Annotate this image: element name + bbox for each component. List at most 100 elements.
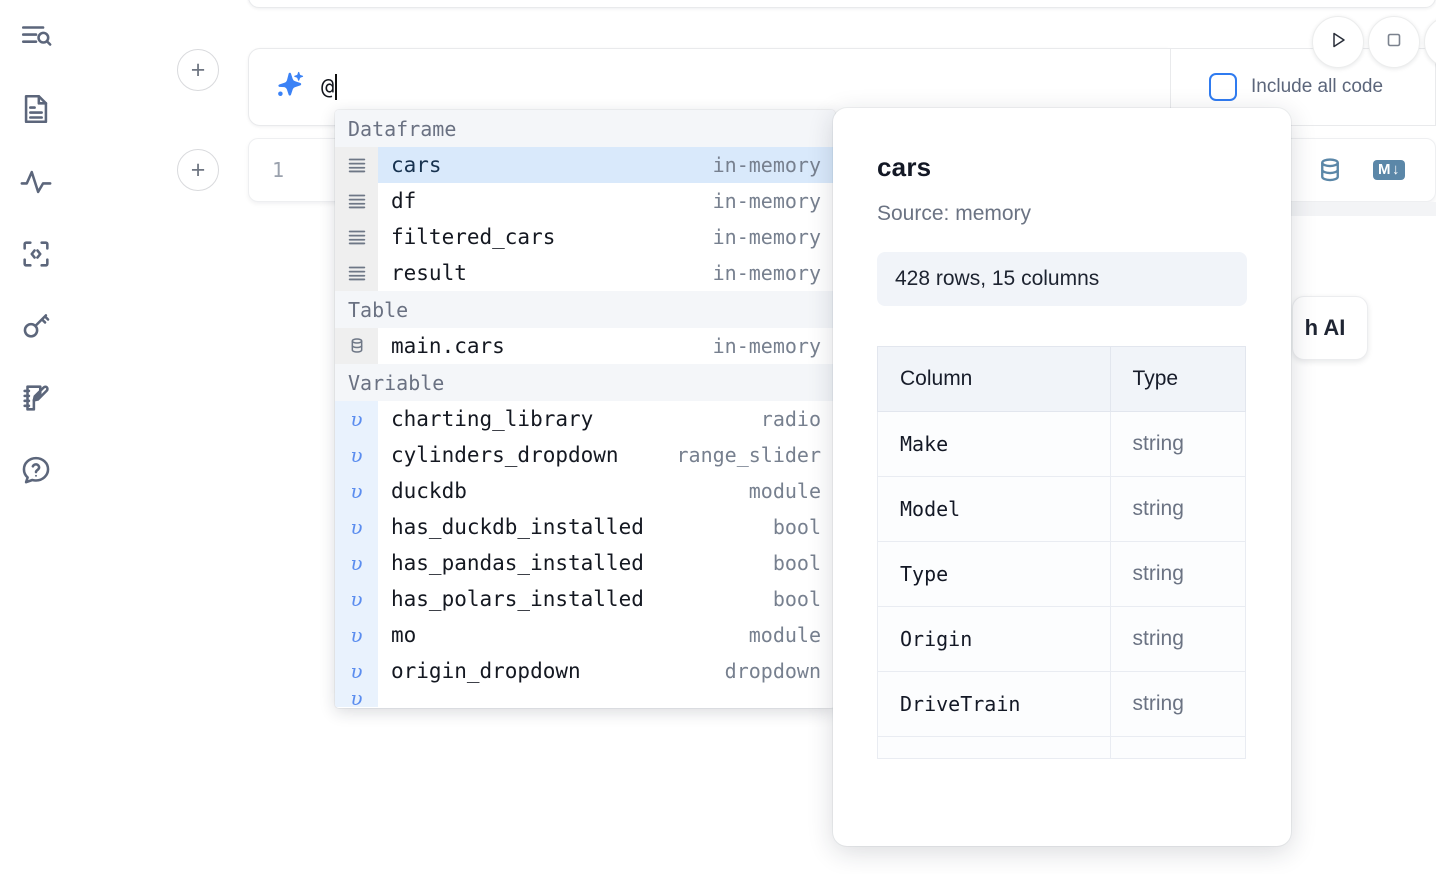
autocomplete-section-header: Variable — [335, 364, 835, 401]
autocomplete-item-kind: bool — [772, 587, 821, 611]
activity-icon — [19, 165, 53, 199]
variable-glyph-icon: υ — [335, 653, 378, 689]
autocomplete-item-kind: range_slider — [676, 443, 822, 467]
plus-icon: + — [190, 155, 206, 184]
autocomplete-item-clipped[interactable]: υ — [335, 689, 835, 707]
sidebar-item-help[interactable] — [14, 448, 58, 492]
key-icon — [19, 309, 53, 343]
document-icon — [19, 92, 53, 126]
run-cell-button[interactable] — [1312, 16, 1364, 68]
autocomplete-item-kind: module — [748, 623, 821, 647]
include-all-code-checkbox-wrap[interactable]: Include all code — [1209, 73, 1383, 101]
table-header-cell: Type — [1109, 346, 1247, 412]
column-type-cell: string — [1109, 476, 1247, 542]
autocomplete-item-kind: in-memory — [712, 334, 821, 358]
plus-icon: + — [190, 55, 206, 84]
autocomplete-item-kind: module — [748, 479, 821, 503]
column-type-cell: string — [1109, 411, 1247, 477]
autocomplete-item-name: cars — [391, 153, 442, 177]
autocomplete-item-name: charting_library — [391, 407, 594, 431]
sidebar-item-runtime[interactable] — [14, 160, 58, 204]
markdown-icon[interactable]: M↓ — [1373, 160, 1405, 180]
autocomplete-item-kind: bool — [772, 551, 821, 575]
autocomplete-item[interactable]: υ has_polars_installed bool — [335, 581, 835, 617]
sparkles-icon — [271, 68, 309, 106]
autocomplete-item-name: main.cars — [391, 334, 505, 358]
variable-glyph-icon: υ — [335, 581, 378, 617]
autocomplete-item-kind: in-memory — [712, 153, 821, 177]
sidebar-item-secrets[interactable] — [14, 304, 58, 348]
sidebar-item-notebook[interactable] — [14, 87, 58, 131]
stop-cell-button[interactable] — [1368, 16, 1420, 68]
column-name-cell: Model — [877, 476, 1111, 542]
ask-ai-button[interactable]: h AI — [1292, 296, 1368, 360]
column-name-cell: DriveTrain — [877, 671, 1111, 737]
stop-square-icon — [1382, 28, 1406, 57]
add-cell-above-button[interactable]: + — [177, 49, 219, 91]
column-name-cell: Type — [877, 541, 1111, 607]
autocomplete-item-kind: radio — [760, 407, 821, 431]
autocomplete-item-name: origin_dropdown — [391, 659, 581, 683]
autocomplete-item-name: cylinders_dropdown — [391, 443, 619, 467]
previous-cell-stub — [248, 0, 1436, 8]
sidebar-item-snippets[interactable] — [14, 232, 58, 276]
autocomplete-item-name: has_polars_installed — [391, 587, 644, 611]
text-caret — [335, 74, 338, 100]
column-name-cell: Make — [877, 411, 1111, 477]
autocomplete-item-name: result — [391, 261, 467, 285]
detail-source: Source: memory — [877, 202, 1032, 225]
autocomplete-item[interactable]: cars in-memory — [335, 147, 835, 183]
autocomplete-item-name: df — [391, 189, 417, 213]
autocomplete-item[interactable]: df in-memory — [335, 183, 835, 219]
markdown-badge-letter: M — [1378, 161, 1391, 179]
database-icon[interactable] — [1315, 155, 1345, 185]
file-explorer-icon — [19, 19, 53, 53]
table-row-clipped — [877, 736, 1247, 759]
list-icon — [335, 183, 378, 219]
autocomplete-item[interactable]: υ has_pandas_installed bool — [335, 545, 835, 581]
include-all-code-checkbox[interactable] — [1209, 73, 1237, 101]
line-number: 1 — [272, 158, 285, 182]
add-cell-below-button[interactable]: + — [177, 149, 219, 191]
column-name-cell — [877, 736, 1111, 759]
sidebar-item-scratchpad[interactable] — [14, 376, 58, 420]
autocomplete-item[interactable]: υ charting_library radio — [335, 401, 835, 437]
sidebar-item-file-explorer[interactable] — [14, 14, 58, 58]
autocomplete-item-kind: in-memory — [712, 189, 821, 213]
variable-glyph-icon: υ — [335, 689, 378, 707]
autocomplete-item-kind: in-memory — [712, 225, 821, 249]
variable-glyph-icon: υ — [335, 509, 378, 545]
autocomplete-item-name: duckdb — [391, 479, 467, 503]
include-all-code-label: Include all code — [1251, 76, 1384, 97]
ai-prompt-input[interactable]: @ — [321, 49, 1170, 125]
scratchpad-icon — [19, 381, 53, 415]
play-icon — [1326, 28, 1350, 57]
ask-ai-label: h AI — [1304, 315, 1346, 340]
column-name-cell: Origin — [877, 606, 1111, 672]
column-type-cell: string — [1109, 606, 1247, 672]
autocomplete-section-header: Dataframe — [335, 110, 835, 147]
autocomplete-item[interactable]: main.cars in-memory — [335, 328, 835, 364]
variable-glyph-icon: υ — [335, 473, 378, 509]
column-type-cell: string — [1109, 671, 1247, 737]
autocomplete-item-name: has_pandas_installed — [391, 551, 644, 575]
variable-glyph-icon: υ — [335, 545, 378, 581]
variable-glyph-icon: υ — [335, 401, 378, 437]
column-type-cell: string — [1109, 541, 1247, 607]
markdown-badge-arrow: ↓ — [1392, 161, 1400, 179]
